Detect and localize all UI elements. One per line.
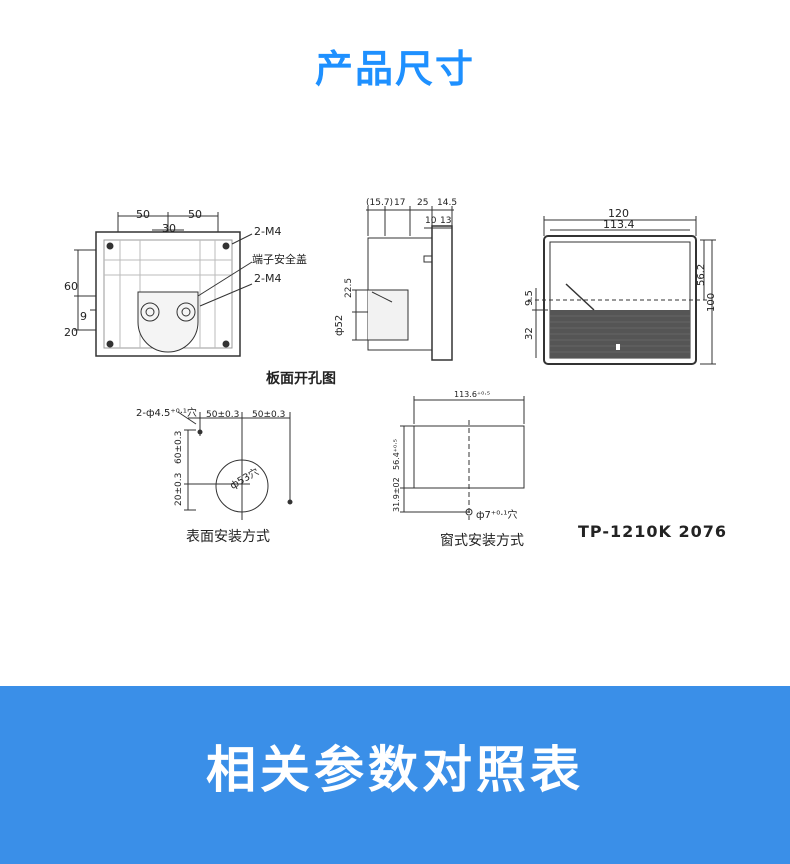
window-mount-view <box>400 396 525 520</box>
face-dim-right-1: 56.2 <box>696 263 707 286</box>
face-view <box>528 216 716 365</box>
face-dim-width: 120 <box>608 207 629 220</box>
window-dim-1: 113.6⁺⁰·⁵ <box>454 390 491 399</box>
surface-dim-4: 20±0.3 <box>174 472 184 506</box>
side-dim-4: 14.5 <box>437 198 458 208</box>
side-dim-5: 10 <box>425 216 437 226</box>
technical-drawing <box>74 206 716 520</box>
surface-caption: 表面安装方式 <box>186 529 270 545</box>
banner-background <box>0 686 790 864</box>
side-view <box>352 206 454 361</box>
front-dim-top-3: 30 <box>162 222 176 235</box>
window-dim-4: ф7⁺⁰·¹穴 <box>476 510 518 521</box>
front-dim-left-1: 60 <box>64 280 78 293</box>
surface-mount-view <box>177 411 293 520</box>
surface-dim-1: 50±0.3 <box>206 410 240 420</box>
front-dim-top-1: 50 <box>136 208 150 221</box>
side-dim-3: 25 <box>417 198 429 208</box>
page-title: 产品尺寸 <box>314 47 475 91</box>
face-dim-left-2: 32 <box>524 327 535 340</box>
side-dim-1: (15.7) <box>366 198 394 208</box>
side-dim-2: 17 <box>394 198 406 208</box>
surface-dim-3: 60±0.3 <box>174 430 184 464</box>
front-dim-left-3: 20 <box>64 326 78 339</box>
side-dim-left-1: 22.5 <box>344 277 354 298</box>
face-dim-left-1: 9.5 <box>524 290 535 306</box>
window-dim-3: 31.9±02 <box>392 477 401 512</box>
surface-dim-holes: 2-ф4.5⁺⁰·¹穴 <box>136 408 197 419</box>
front-view <box>74 212 253 357</box>
front-dim-top-2: 50 <box>188 208 202 221</box>
side-dim-6: 13 <box>440 216 452 226</box>
front-callout-3: 2-M4 <box>254 272 282 285</box>
window-dim-2: 56.4⁺⁰·⁵ <box>392 439 401 470</box>
face-dim-right-2: 100 <box>706 292 717 312</box>
window-caption: 窗式安装方式 <box>440 533 524 549</box>
front-callout-2: 端子安全盖 <box>252 253 307 266</box>
side-dim-left-2: ф52 <box>334 314 345 336</box>
banner-title: 相关参数对照表 <box>206 741 584 799</box>
front-callout-1: 2-M4 <box>254 225 282 238</box>
surface-dim-2: 50±0.3 <box>252 410 286 420</box>
front-dim-left-2: 9 <box>80 310 87 323</box>
face-dim-inner: 113.4 <box>603 218 635 231</box>
model-number: TP-1210K 2076 <box>578 522 728 541</box>
front-caption: 板面开孔图 <box>266 371 336 387</box>
